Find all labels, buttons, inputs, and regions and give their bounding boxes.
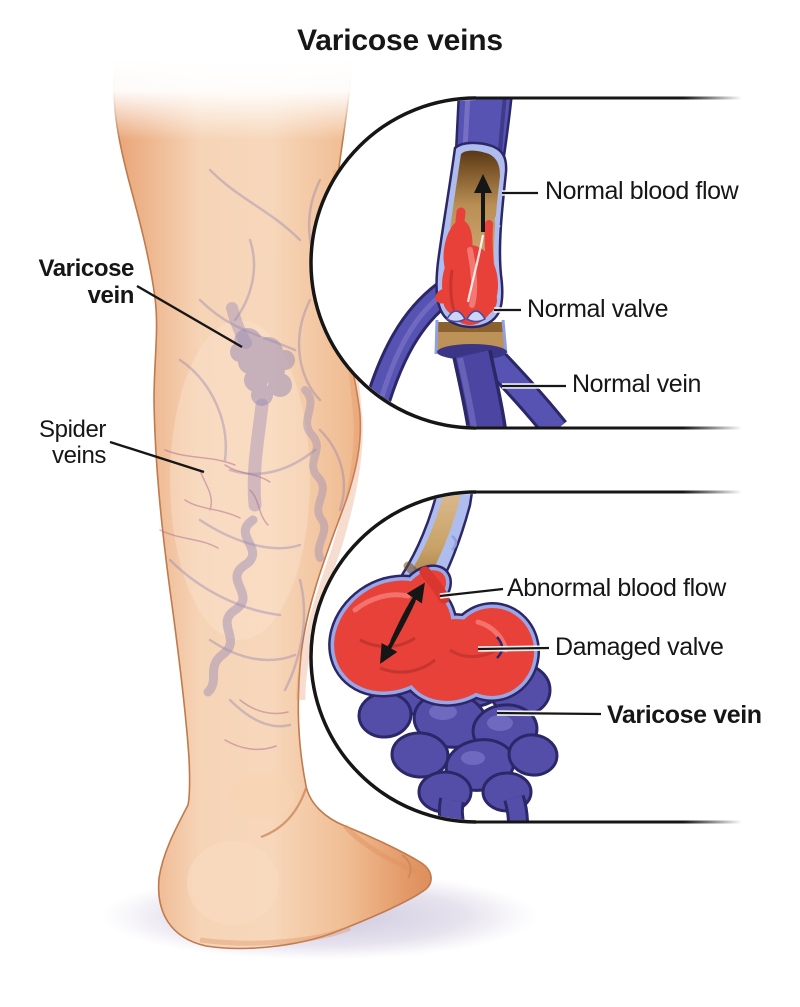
- leader-varicose-vein-inset: [496, 711, 602, 716]
- page-title: Varicose veins: [297, 24, 503, 57]
- label-abnormal-blood-flow: Abnormal blood flow: [507, 574, 726, 602]
- normal-valve-leaflets: [445, 310, 487, 323]
- label-normal-vein: Normal vein: [572, 370, 701, 398]
- label-varicose-vein-leg: Varicose vein: [20, 255, 134, 309]
- leader-lines: [109, 190, 602, 717]
- blood-normal: [435, 207, 498, 325]
- label-varicose-vein-leg-line1: Varicose: [38, 255, 134, 282]
- label-varicose-vein-leg-line2: vein: [87, 282, 135, 309]
- label-spider-veins: Spider veins: [16, 417, 106, 469]
- leg-illustration: [113, 59, 432, 950]
- reflux-arrows-icon: [380, 582, 425, 664]
- up-arrow-icon: [466, 174, 492, 303]
- label-damaged-valve: Damaged valve: [555, 633, 724, 661]
- leader-spider-veins: [109, 440, 205, 474]
- under-skin-veins: [168, 168, 346, 728]
- label-spider-veins-line2: veins: [51, 442, 106, 469]
- leader-varicose-vein-leg: [136, 284, 243, 349]
- leader-abnormal-blood-flow: [439, 587, 504, 598]
- leg-top-fade: [85, 55, 415, 143]
- label-varicose-vein-inset: Varicose vein: [607, 701, 762, 729]
- label-spider-veins-line1: Spider: [39, 416, 106, 443]
- blood-abnormal: [328, 564, 541, 707]
- inset-normal: [309, 96, 800, 430]
- label-normal-valve: Normal valve: [527, 295, 669, 323]
- spider-vein-lines: [159, 449, 289, 751]
- label-normal-blood-flow: Normal blood flow: [545, 177, 739, 205]
- leader-damaged-valve: [477, 646, 550, 651]
- inset-abnormal: [309, 490, 800, 824]
- varicose-knot: [203, 302, 329, 697]
